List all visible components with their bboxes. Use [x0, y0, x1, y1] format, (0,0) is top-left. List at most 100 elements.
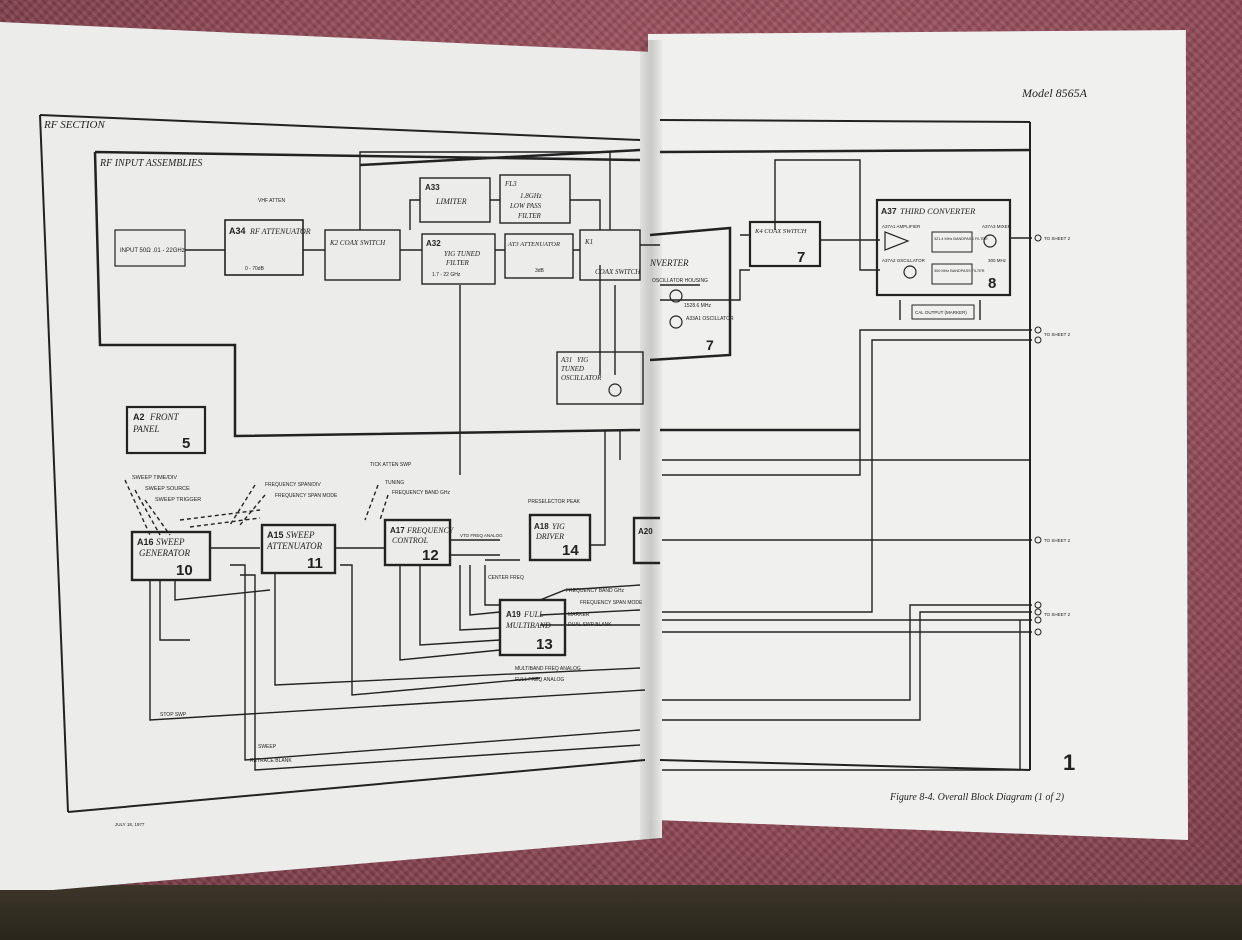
cal-output-block: CAL OUTPUT (MARKER) — [911, 304, 975, 320]
figure-caption: Figure 8-4. Overall Block Diagram (1 of … — [889, 792, 1065, 803]
k4-name: K4 COAX SWITCH — [754, 228, 807, 235]
a17-block: A17 FREQUENCY CONTROL 12 — [383, 518, 455, 567]
a16-num: 10 — [176, 562, 193, 579]
a33-name: LIMITER — [435, 197, 467, 206]
a37-num: 8 — [988, 275, 996, 292]
freq-span-label: FREQUENCY SPAN/DIV — [265, 482, 321, 488]
multiband-freq-label: MULTIBAND FREQ ANALOG — [515, 666, 581, 672]
a2-name2: PANEL — [132, 424, 159, 434]
a31-id: A31 — [560, 356, 572, 364]
cal-output-label: CAL OUTPUT (MARKER) — [915, 310, 967, 315]
a16-line2: GENERATOR — [139, 548, 191, 558]
k2-block: K2 COAX SWITCH — [324, 229, 401, 281]
stop-swp-label: STOP SWP — [160, 712, 187, 718]
a15-id: A15 — [267, 530, 284, 540]
a19-num: 13 — [536, 636, 553, 653]
retrace-label: RETRACE BLANK — [250, 758, 292, 764]
to-sheet2-4: TO SHEET 2 — [1044, 612, 1071, 617]
to-sheet2-1: TO SHEET 2 — [1044, 236, 1071, 241]
background-floor — [0, 885, 1242, 940]
a2-id: A2 — [133, 412, 145, 422]
a16-id: A16 — [137, 537, 154, 547]
a18-line2: DRIVER — [535, 532, 564, 541]
a17-num: 12 — [422, 547, 439, 564]
a32-id: A32 — [426, 239, 441, 248]
to-sheet2-3: TO SHEET 2 — [1044, 538, 1071, 543]
model-label: Model 8565A — [1021, 86, 1088, 100]
a16-line1: SWEEP — [156, 537, 185, 547]
a31-line2: TUNED — [561, 365, 584, 373]
a37-id: A37 — [881, 206, 897, 216]
sheet2-connectors: TO SHEET 2 TO SHEET 2 TO SHEET 2 TO SHEE… — [1034, 234, 1071, 636]
left-page — [0, 22, 662, 890]
a37-mixer: A37A3 MIXER — [982, 224, 1012, 229]
page-fold — [640, 40, 662, 840]
center-freq-label: CENTER FREQ — [488, 575, 524, 581]
converter-name: NVERTER — [649, 258, 689, 268]
a15-num: 11 — [307, 555, 323, 572]
rf-input-label: RF INPUT ASSEMBLIES — [99, 158, 202, 169]
k1-name: COAX SWITCH — [595, 268, 641, 276]
a34-note: 0 - 70dB — [245, 266, 265, 272]
converter-block: NVERTER OSCILLATOR HOUSING 1528.6 MHz A3… — [649, 258, 734, 353]
preselector-label: PRESELECTOR PEAK — [528, 499, 581, 505]
freq-span-mode-label: FREQUENCY SPAN MODE — [275, 493, 338, 499]
a19-line2: MULTIBAND — [505, 621, 551, 630]
k1-block: K1 COAX SWITCH — [579, 229, 641, 281]
converter-num: 7 — [706, 337, 714, 353]
fl3-line3: FILTER — [517, 212, 542, 220]
tick-atten-label: TICK ATTEN SWP — [370, 462, 412, 468]
marker-label: MARKER — [568, 612, 590, 618]
a32-line1: YIG TUNED — [444, 250, 480, 258]
at3-name: AT3 ATTENUATOR — [507, 241, 560, 248]
date-label: JULY 18, 1977 — [115, 822, 145, 827]
fl3-id: FL3 — [504, 180, 517, 188]
converter-freq: 1528.6 MHz — [684, 303, 711, 309]
vto-freq-label: VTO FREQ ANALOG — [460, 533, 503, 538]
a37-osc: A37A2 OSCILLATOR — [882, 258, 926, 263]
a32-line2: FILTER — [445, 259, 470, 267]
a2-name: FRONT — [149, 412, 179, 422]
a19-id: A19 — [506, 610, 521, 619]
a37-block: A37 THIRD CONVERTER A37A1 AMPLIFIER 321.… — [875, 198, 1012, 297]
a18-block: A18 YIG DRIVER 14 — [528, 513, 592, 562]
sweep-source-label: SWEEP SOURCE — [145, 486, 190, 492]
a2-num: 5 — [182, 435, 190, 452]
vhf-atten-label: VHF ATTEN — [258, 198, 286, 204]
a15-line2: ATTENUATOR — [266, 541, 323, 551]
a18-num: 14 — [562, 542, 579, 559]
a37-out-freq: 300 MHz — [988, 258, 1007, 263]
sweep-label: SWEEP — [258, 744, 277, 750]
freq-band-label-2: FREQUENCY BAND GHz — [566, 588, 624, 594]
k4-block: K4 COAX SWITCH 7 — [748, 220, 822, 268]
a33-id: A33 — [425, 183, 440, 192]
a16-block: A16 SWEEP GENERATOR 10 — [130, 530, 212, 582]
k2-name: K2 COAX SWITCH — [329, 239, 386, 247]
a17-line2: CONTROL — [392, 536, 429, 545]
a34-name: RF ATTENUATOR — [249, 227, 311, 236]
k1-id: K1 — [584, 238, 593, 246]
a18-id: A18 — [534, 522, 549, 531]
input-label: INPUT 50Ω .01 - 22GHz — [120, 248, 185, 254]
freq-band-label: FREQUENCY BAND GHz — [392, 490, 450, 496]
at3-block: AT3 ATTENUATOR 3dB — [504, 233, 574, 279]
a37-amp: A37A1 AMPLIFIER — [882, 224, 921, 229]
input-block: INPUT 50Ω .01 - 22GHz — [114, 229, 186, 267]
a20-block: A20 — [632, 516, 660, 565]
tuning-label: TUNING — [385, 480, 404, 486]
freq-span-mode-label-2: FREQUENCY SPAN MODE — [580, 600, 643, 606]
right-page — [648, 30, 1188, 840]
fl3-block: FL3 1.8GHz LOW PASS FILTER — [499, 174, 571, 224]
to-sheet2-2: TO SHEET 2 — [1044, 332, 1071, 337]
a19-block: A19 FULL MULTIBAND 13 — [498, 598, 567, 657]
a31-line3: OSCILLATOR — [561, 374, 602, 382]
a15-block: A15 SWEEP ATTENUATOR 11 — [260, 523, 337, 575]
dual-swp-label: DUAL SWP BLANK — [568, 622, 612, 628]
a32-block: A32 YIG TUNED FILTER 1.7 - 22 GHz — [421, 233, 496, 285]
fl3-line1: 1.8GHz — [520, 192, 542, 200]
a19-line1: FULL — [523, 610, 544, 619]
a18-line1: YIG — [552, 522, 565, 531]
a17-id: A17 — [390, 526, 405, 535]
a31-line1: YIG — [577, 356, 588, 364]
